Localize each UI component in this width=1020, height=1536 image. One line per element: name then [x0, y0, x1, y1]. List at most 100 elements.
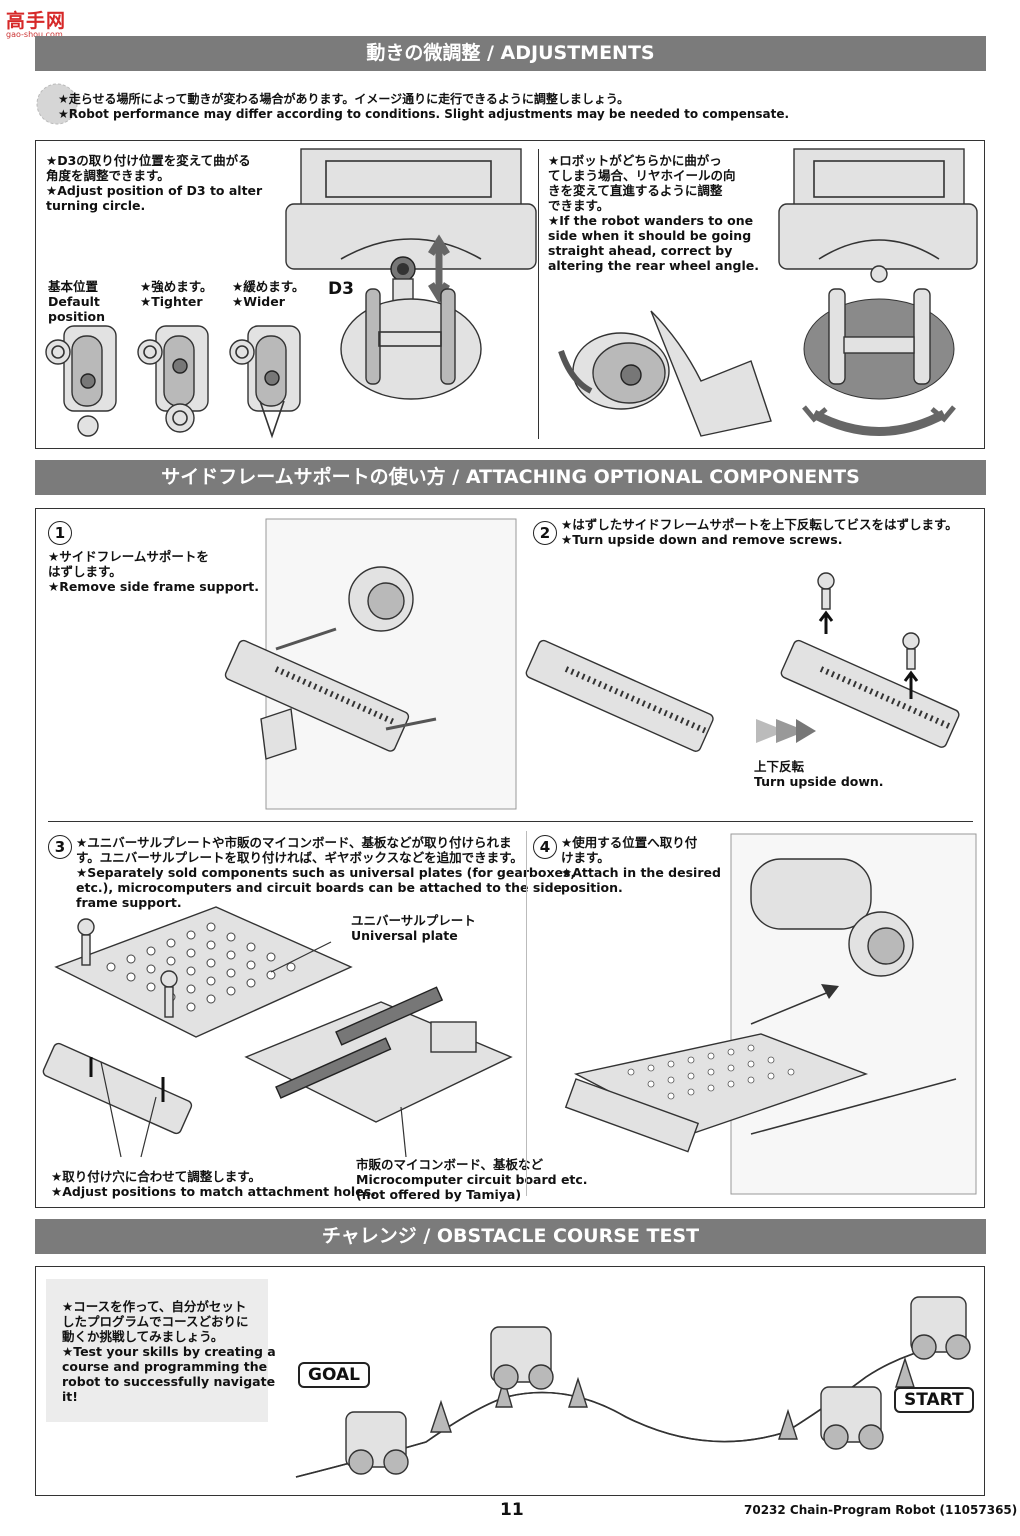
- d3-position-diagrams: [45, 325, 301, 439]
- step-3-text: ★ユニバーサルプレートや市販のマイコンボード、基板などが取り付けられま す。ユニ…: [76, 835, 575, 910]
- rear-text-line: ★ロボットがどちらかに曲がっ: [548, 153, 722, 168]
- challenge-header: チャレンジ / OBSTACLE COURSE TEST: [35, 1219, 986, 1254]
- intro-en: ★Robot performance may differ according …: [58, 107, 790, 121]
- bracket-tighter: [137, 325, 209, 433]
- step-text-line: ★Separately sold components such as univ…: [76, 865, 576, 880]
- label-jp: ★強めます。: [140, 279, 213, 294]
- step-text-line: position.: [561, 880, 623, 895]
- rear-text-line: できます。: [548, 198, 610, 213]
- chassis-rear-diagram: [778, 148, 978, 436]
- rear-text-line: ★If the robot wanders to one: [548, 213, 754, 228]
- adjustments-intro: ★走らせる場所によって動きが変わる場合があります。イメージ通りに走行できるように…: [58, 92, 789, 122]
- d3-text-line: ★D3の取り付け位置を変えて曲がる: [46, 153, 251, 168]
- wider-label: ★緩めます。 ★Wider: [232, 279, 304, 309]
- challenge-text-line: したプログラムでコースどおりに: [62, 1314, 249, 1329]
- remove-side-frame-illustration: [224, 518, 517, 810]
- label-jp: ★緩めます。: [232, 279, 305, 294]
- flip-side-frame-illustration: [525, 572, 960, 752]
- tighter-label: ★強めます。 ★Tighter: [140, 279, 212, 309]
- step-text-line: ★ユニバーサルプレートや市販のマイコンボード、基板などが取り付けられま: [76, 835, 512, 850]
- d3-label: D3: [328, 279, 354, 299]
- rear-text-line: straight ahead, correct by: [548, 243, 733, 258]
- attach-plate-illustration: [564, 833, 977, 1195]
- flip-label-jp: 上下反転: [754, 759, 805, 774]
- step-text-line: frame support.: [76, 895, 182, 910]
- challenge-text-line: course and programming the: [62, 1359, 268, 1374]
- d3-text-line: ★Adjust position of D3 to alter: [46, 183, 263, 198]
- step-1-text: ★サイドフレームサポートを はずします。 ★Remove side frame …: [48, 549, 259, 594]
- step-text-line: ★はずしたサイドフレームサポートを上下反転してビスをはずします。: [561, 517, 958, 532]
- microcomputer-label: 市販のマイコンボード、基板など Microcomputer circuit bo…: [356, 1157, 588, 1202]
- flip-label: 上下反転 Turn upside down.: [754, 759, 884, 789]
- rear-text-line: てしまう場合、リヤホイールの向: [548, 168, 736, 183]
- d3-text-line: turning circle.: [46, 198, 146, 213]
- rear-text-line: きを変えて直進するように調整: [548, 183, 723, 198]
- obstacle-course-illustration: [295, 1296, 971, 1478]
- plate-label-en: Universal plate: [351, 928, 458, 943]
- adjustments-panel: ★D3の取り付け位置を変えて曲がる 角度を調整できます。 ★Adjust pos…: [35, 140, 985, 449]
- label-en: ★Wider: [232, 294, 285, 309]
- board-label-note: (not offered by Tamiya): [356, 1187, 522, 1202]
- product-code: 70232 Chain-Program Robot (11057365): [744, 1503, 1018, 1517]
- optional-header: サイドフレームサポートの使い方 / ATTACHING OPTIONAL COM…: [35, 460, 986, 495]
- goal-label: GOAL: [298, 1362, 370, 1388]
- step-text-line: はずします。: [48, 564, 122, 579]
- challenge-panel: ★コースを作って、自分がセット したプログラムでコースどおりに 動くか挑戦してみ…: [35, 1266, 985, 1496]
- optional-panel: 1 ★サイドフレームサポートを はずします。 ★Remove side fram…: [35, 508, 985, 1208]
- step-4-text: ★使用する位置へ取り付 けます。 ★Attach in the desired …: [561, 835, 721, 895]
- rear-wheel-text: ★ロボットがどちらかに曲がっ てしまう場合、リヤホイールの向 きを変えて直進する…: [548, 153, 759, 273]
- intro-jp: ★走らせる場所によって動きが変わる場合があります。イメージ通りに走行できるように…: [58, 92, 630, 106]
- challenge-text-line: robot to successfully navigate: [62, 1374, 276, 1389]
- challenge-text-line: it!: [62, 1389, 78, 1404]
- label-jp: 基本位置: [48, 279, 99, 294]
- step-divider: [526, 831, 527, 1196]
- step-text-line: ★使用する位置へ取り付: [561, 835, 698, 850]
- adjustments-header: 動きの微調整 / ADJUSTMENTS: [35, 36, 986, 71]
- universal-plate-illustration: [42, 906, 513, 1158]
- step-text-line: ★Remove side frame support.: [48, 579, 260, 594]
- challenge-text-line: ★コースを作って、自分がセット: [62, 1299, 247, 1314]
- page-number: 11: [500, 1500, 524, 1520]
- adjust-label-en: ★Adjust positions to match attachment ho…: [51, 1184, 376, 1199]
- bracket-wider: [229, 325, 301, 439]
- adjust-label-jp: ★取り付け穴に合わせて調整します。: [51, 1169, 261, 1184]
- default-position-label: 基本位置 Default position: [48, 279, 105, 324]
- bracket-default: [45, 325, 117, 437]
- rear-text-line: altering the rear wheel angle.: [548, 258, 759, 273]
- rear-text-line: side when it should be going: [548, 228, 752, 243]
- board-label-en: Microcomputer circuit board etc.: [356, 1172, 588, 1187]
- step-1-number: 1: [48, 521, 72, 545]
- d3-adjust-text: ★D3の取り付け位置を変えて曲がる 角度を調整できます。 ★Adjust pos…: [46, 153, 266, 213]
- rear-wheel-hand-illustration: [558, 310, 772, 437]
- flip-label-en: Turn upside down.: [754, 774, 884, 789]
- step-text-line: ★Attach in the desired: [561, 865, 721, 880]
- challenge-text: ★コースを作って、自分がセット したプログラムでコースどおりに 動くか挑戦してみ…: [62, 1299, 276, 1404]
- start-label: START: [894, 1387, 974, 1413]
- step-text-line: ★Turn upside down and remove screws.: [561, 532, 843, 547]
- board-label-jp: 市販のマイコンボード、基板など: [356, 1157, 544, 1172]
- step-2-number: 2: [533, 521, 557, 545]
- logo-url: gao-shou.com: [6, 30, 63, 39]
- chassis-front-diagram: [285, 148, 537, 400]
- site-logo: 高手网 gao-shou.com: [6, 6, 66, 39]
- challenge-text-line: ★Test your skills by creating a: [62, 1344, 276, 1359]
- adjust-holes-label: ★取り付け穴に合わせて調整します。 ★Adjust positions to m…: [51, 1169, 376, 1199]
- traffic-cone-icon: [430, 1356, 915, 1440]
- label-en: ★Tighter: [140, 294, 203, 309]
- universal-plate-label: ユニバーサルプレート Universal plate: [351, 913, 476, 943]
- plate-label-jp: ユニバーサルプレート: [351, 913, 476, 928]
- step-text-line: す。ユニバーサルプレートを取り付ければ、ギヤボックスなどを追加できます。: [76, 850, 523, 865]
- step-text-line: ★サイドフレームサポートを: [48, 549, 209, 564]
- step-separator: [48, 821, 973, 822]
- panel-divider: [538, 149, 539, 439]
- label-en: Default: [48, 294, 100, 309]
- label-en: position: [48, 309, 106, 324]
- step-3-number: 3: [48, 835, 72, 859]
- step-2-text: ★はずしたサイドフレームサポートを上下反転してビスをはずします。 ★Turn u…: [561, 517, 958, 547]
- challenge-text-line: 動くか挑戦してみましょう。: [62, 1329, 224, 1344]
- challenge-text-box: ★コースを作って、自分がセット したプログラムでコースどおりに 動くか挑戦してみ…: [46, 1279, 276, 1422]
- robot-icon: [345, 1296, 971, 1475]
- logo-text: 高手网: [6, 10, 67, 32]
- step-text-line: etc.), microcomputers and circuit boards…: [76, 880, 563, 895]
- step-text-line: けます。: [561, 850, 610, 865]
